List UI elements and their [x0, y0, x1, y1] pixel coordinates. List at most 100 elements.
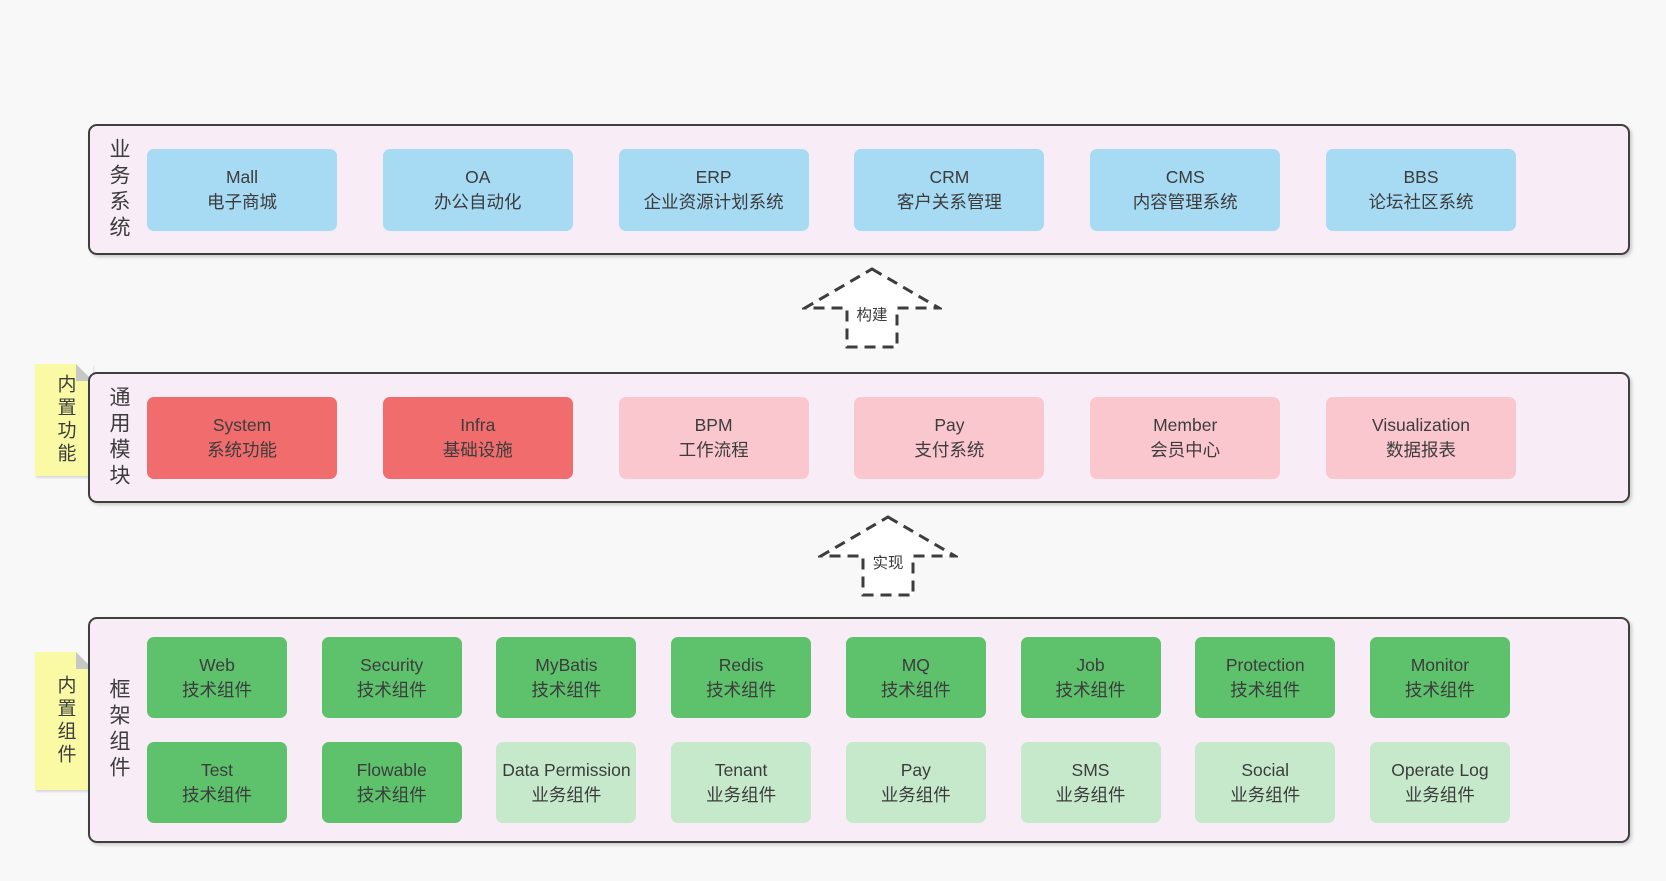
common-modules-panel: 通用模块 System 系统功能 Infra 基础设施 BPM 工作流程 Pay…	[88, 372, 1630, 503]
node-mq: MQ 技术组件	[845, 637, 986, 718]
node-title: System	[212, 414, 272, 435]
node-subtitle: 客户关系管理	[896, 191, 1002, 212]
node-title: Flowable	[356, 759, 427, 780]
node-security: Security 技术组件	[321, 637, 462, 718]
node-subtitle: 技术组件	[182, 784, 252, 805]
node-subtitle: 会员中心	[1150, 439, 1221, 460]
node-pay-component: Pay 业务组件	[845, 742, 986, 823]
node-subtitle: 业务组件	[1055, 784, 1126, 805]
node-title: Redis	[718, 654, 764, 675]
node-mybatis: MyBatis 技术组件	[496, 637, 637, 718]
sticky-note-builtin-components: 内置组件	[35, 652, 93, 790]
node-title: CMS	[1165, 166, 1205, 187]
node-subtitle: 技术组件	[356, 784, 427, 805]
node-subtitle: 企业资源计划系统	[643, 191, 784, 212]
node-member: Member 会员中心	[1090, 396, 1281, 479]
business-components-row: Test 技术组件 Flowable 技术组件 Data Permission …	[147, 742, 1628, 823]
node-subtitle: 技术组件	[531, 679, 602, 700]
node-title: CRM	[929, 166, 970, 187]
node-subtitle: 业务组件	[531, 784, 602, 805]
node-subtitle: 业务组件	[706, 784, 777, 805]
node-redis: Redis 技术组件	[671, 637, 812, 718]
panel-label: 通用模块	[107, 385, 131, 490]
node-protection: Protection 技术组件	[1195, 637, 1336, 718]
node-infra: Infra 基础设施	[382, 396, 573, 479]
node-bbs: BBS 论坛社区系统	[1325, 148, 1516, 231]
sticky-note-builtin-features: 内置功能	[35, 364, 93, 476]
node-title: Infra	[460, 414, 496, 435]
node-subtitle: 论坛社区系统	[1368, 191, 1474, 212]
node-title: Protection	[1225, 654, 1305, 675]
business-systems-panel: 业务系统 Mall 电子商城 OA 办公自动化 ERP 企业资源计划系统 CRM…	[88, 124, 1630, 255]
node-title: ERP	[695, 166, 732, 187]
node-title: Pay	[934, 414, 965, 435]
node-subtitle: 系统功能	[207, 439, 277, 460]
arrow-label: 构建	[853, 303, 891, 325]
node-title: Security	[360, 654, 424, 675]
node-cms: CMS 内容管理系统	[1090, 148, 1281, 231]
node-title: Data Permission	[502, 759, 631, 780]
node-title: Web	[199, 654, 235, 675]
node-title: Member	[1153, 414, 1218, 435]
node-pay-system: Pay 支付系统	[854, 396, 1045, 479]
node-subtitle: 内容管理系统	[1132, 191, 1238, 212]
framework-components-grid: Web 技术组件 Security 技术组件 MyBatis 技术组件 Redi…	[147, 619, 1628, 841]
node-subtitle: 技术组件	[356, 679, 427, 700]
node-title: Operate Log	[1391, 759, 1489, 780]
node-subtitle: 技术组件	[706, 679, 777, 700]
panel-label-wrap: 通用模块	[90, 374, 147, 501]
node-title: Mall	[225, 166, 259, 187]
node-title: Visualization	[1372, 414, 1470, 435]
node-title: BPM	[694, 414, 733, 435]
node-tenant: Tenant 业务组件	[671, 742, 812, 823]
node-monitor: Monitor 技术组件	[1369, 637, 1510, 718]
node-subtitle: 工作流程	[678, 439, 749, 460]
node-visualization: Visualization 数据报表	[1325, 396, 1516, 479]
node-subtitle: 基础设施	[442, 439, 513, 460]
node-title: Social	[1241, 759, 1290, 780]
arrow-label: 实现	[869, 551, 907, 573]
node-subtitle: 技术组件	[1055, 679, 1126, 700]
node-subtitle: 技术组件	[1230, 679, 1301, 700]
node-subtitle: 支付系统	[914, 439, 985, 460]
framework-components-panel: 框架组件 Web 技术组件 Security 技术组件 MyBatis 技术组件…	[88, 617, 1630, 843]
node-operate-log: Operate Log 业务组件	[1369, 742, 1510, 823]
node-title: Monitor	[1410, 654, 1470, 675]
node-job: Job 技术组件	[1020, 637, 1161, 718]
node-test: Test 技术组件	[147, 742, 287, 823]
node-subtitle: 技术组件	[1404, 679, 1475, 700]
panel-label: 业务系统	[107, 137, 131, 242]
node-title: SMS	[1071, 759, 1110, 780]
node-data-permission: Data Permission 业务组件	[496, 742, 637, 823]
tech-components-row: Web 技术组件 Security 技术组件 MyBatis 技术组件 Redi…	[147, 637, 1628, 718]
node-flowable: Flowable 技术组件	[321, 742, 462, 823]
implement-arrow: 实现	[818, 514, 958, 598]
node-subtitle: 业务组件	[880, 784, 951, 805]
panel-label-wrap: 框架组件	[90, 619, 147, 841]
node-title: Tenant	[714, 759, 768, 780]
node-title: BBS	[1403, 166, 1439, 187]
sticky-label: 内置组件	[54, 675, 76, 767]
node-subtitle: 办公自动化	[434, 191, 522, 212]
node-mall: Mall 电子商城	[147, 148, 337, 231]
node-crm: CRM 客户关系管理	[854, 148, 1045, 231]
build-arrow: 构建	[802, 266, 942, 350]
node-social: Social 业务组件	[1195, 742, 1336, 823]
sticky-label: 内置功能	[54, 374, 76, 466]
node-title: MyBatis	[535, 654, 598, 675]
business-systems-row: Mall 电子商城 OA 办公自动化 ERP 企业资源计划系统 CRM 客户关系…	[147, 126, 1628, 253]
node-subtitle: 技术组件	[182, 679, 252, 700]
node-subtitle: 数据报表	[1385, 439, 1456, 460]
node-title: Job	[1076, 654, 1105, 675]
common-modules-row: System 系统功能 Infra 基础设施 BPM 工作流程 Pay 支付系统…	[147, 374, 1628, 501]
node-system: System 系统功能	[147, 396, 337, 479]
node-title: MQ	[901, 654, 930, 675]
node-subtitle: 业务组件	[1230, 784, 1301, 805]
panel-label-wrap: 业务系统	[90, 126, 147, 253]
node-oa: OA 办公自动化	[382, 148, 573, 231]
node-title: Test	[200, 759, 234, 780]
node-sms: SMS 业务组件	[1020, 742, 1161, 823]
node-bpm: BPM 工作流程	[618, 396, 809, 479]
node-subtitle: 电子商城	[207, 191, 277, 212]
